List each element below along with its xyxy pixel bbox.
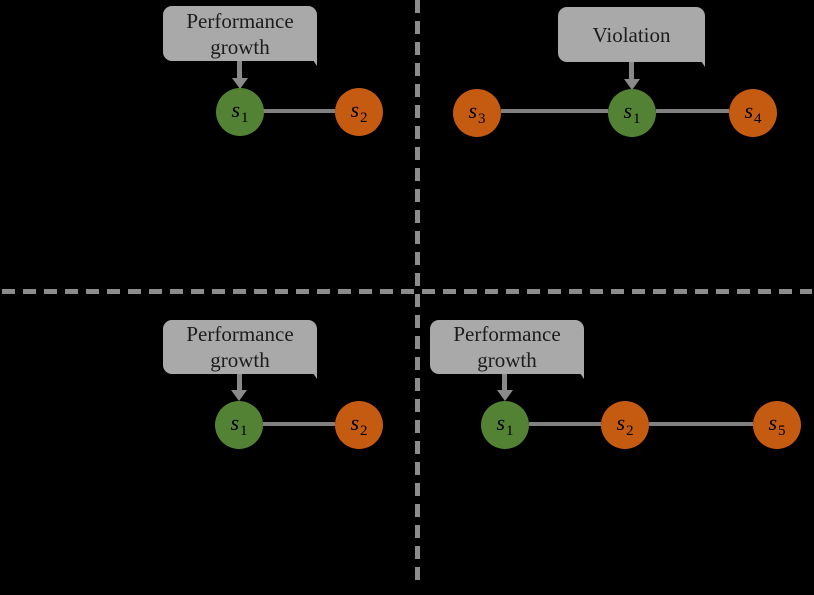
node-subscript: 5 bbox=[778, 423, 786, 439]
node-s2: s2 bbox=[335, 401, 383, 449]
node-subscript: 2 bbox=[360, 110, 368, 126]
node-letter: s bbox=[350, 97, 360, 122]
node-letter: s bbox=[350, 410, 360, 435]
node-s4-label: s4 bbox=[744, 98, 761, 128]
node-s3: s3 bbox=[453, 89, 501, 137]
callout-performance-growth: Performance growth bbox=[163, 320, 317, 374]
callout-performance-growth: Performance growth bbox=[163, 6, 317, 61]
node-letter: s bbox=[230, 410, 240, 435]
node-s1-label: s1 bbox=[623, 98, 640, 128]
callout-text-line-1: Violation bbox=[592, 22, 671, 47]
edge-s2-s5 bbox=[649, 422, 753, 426]
edge-s3-s1 bbox=[501, 109, 608, 113]
callout-text-line-1: Performance bbox=[186, 8, 294, 33]
node-s2-label: s2 bbox=[616, 410, 633, 440]
node-s1-label: s1 bbox=[230, 410, 247, 440]
node-letter: s bbox=[744, 98, 754, 123]
callout-text-line-2: growth bbox=[210, 348, 270, 372]
arrow-down-shaft bbox=[237, 374, 242, 390]
node-subscript: 2 bbox=[360, 423, 368, 439]
node-letter: s bbox=[616, 410, 626, 435]
horizontal-dashed-divider bbox=[2, 289, 812, 294]
callout-text-line-1: Performance bbox=[186, 322, 294, 346]
node-s1-label: s1 bbox=[231, 97, 248, 127]
callout-performance-growth: Performance growth bbox=[430, 320, 584, 374]
node-s1: s1 bbox=[481, 401, 529, 449]
node-subscript: 1 bbox=[506, 423, 514, 439]
edge-s1-s2 bbox=[263, 109, 335, 113]
arrow-down-head-icon bbox=[497, 390, 513, 401]
node-subscript: 2 bbox=[626, 423, 634, 439]
node-s5: s5 bbox=[753, 401, 801, 449]
node-s2: s2 bbox=[335, 88, 383, 136]
node-letter: s bbox=[768, 410, 778, 435]
node-s2: s2 bbox=[601, 401, 649, 449]
node-subscript: 1 bbox=[633, 111, 641, 127]
node-s4: s4 bbox=[729, 89, 777, 137]
node-s1-label: s1 bbox=[496, 410, 513, 440]
node-s1: s1 bbox=[215, 401, 263, 449]
node-letter: s bbox=[496, 410, 506, 435]
node-s2-label: s2 bbox=[350, 410, 367, 440]
node-subscript: 3 bbox=[478, 111, 486, 127]
arrow-down-head-icon bbox=[624, 79, 640, 90]
node-subscript: 4 bbox=[754, 111, 762, 127]
node-subscript: 1 bbox=[241, 110, 249, 126]
edge-s1-s2 bbox=[529, 422, 601, 426]
arrow-down-head-icon bbox=[232, 78, 248, 89]
arrow-down-shaft bbox=[629, 62, 634, 79]
node-s1: s1 bbox=[608, 89, 656, 137]
callout-violation: Violation bbox=[558, 7, 705, 62]
node-s1: s1 bbox=[216, 88, 264, 136]
node-s5-label: s5 bbox=[768, 410, 785, 440]
callout-text-line-2: growth bbox=[210, 34, 270, 59]
edge-s1-s4 bbox=[656, 109, 729, 113]
node-s2-label: s2 bbox=[350, 97, 367, 127]
callout-text-line-2: growth bbox=[477, 348, 537, 372]
node-subscript: 1 bbox=[240, 423, 248, 439]
node-letter: s bbox=[468, 98, 478, 123]
node-letter: s bbox=[231, 97, 241, 122]
node-s3-label: s3 bbox=[468, 98, 485, 128]
arrow-down-head-icon bbox=[231, 390, 247, 401]
arrow-down-shaft bbox=[237, 61, 242, 78]
arrow-down-shaft bbox=[502, 374, 507, 390]
callout-text-line-1: Performance bbox=[453, 322, 561, 346]
edge-s1-s2 bbox=[263, 422, 335, 426]
node-letter: s bbox=[623, 98, 633, 123]
